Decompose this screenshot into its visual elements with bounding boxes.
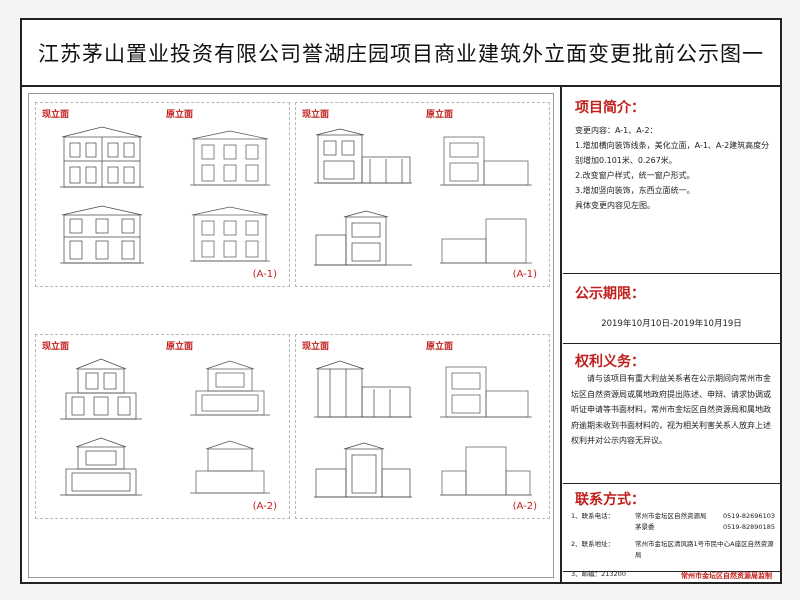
rights-text: 请与该项目有重大利益关系者在公示期间向常州市金坛区自然资源局或属地政府提出陈述、… [571,374,771,445]
sheet-tag-a2: (A-2) [252,501,277,512]
info-panel: 项目简介： 变更内容：A-1、A-2： 1.增加横向装饰线条，美化立面，A-1、… [563,87,780,584]
sheet-tag-a1: (A-1) [512,269,537,280]
phone-number: 0519-82696103 [723,512,775,520]
elevation-drawing [56,123,148,193]
label-current-elevation: 现立面 [302,110,330,120]
elevation-drawing [186,127,274,191]
issuer-footer: 常州市金坛区自然资源局监制 [681,572,772,580]
phone-org: 茅景委 [635,523,655,531]
phone-label: 1、联系电话： [571,512,615,520]
label-original-elevation: 原立面 [426,110,454,120]
contact-row: 2、联系地址： 常州市金坛区清风路1号市民中心A座区自然资源局 [571,539,777,561]
contact-row: 3、邮编：213200 [571,569,777,580]
postcode: 3、邮编：213200 [571,570,626,578]
intro-text: 变更内容：A-1、A-2： 1.增加横向装饰线条，美化立面，A-1、A-2建筑高… [575,123,775,213]
label-original-elevation: 原立面 [166,110,194,120]
intro-line: 3.增加竖向装饰，东西立面统一。 [575,186,695,195]
elevation-drawing [436,131,536,191]
elevation-drawing [310,357,416,423]
section-divider [563,483,780,484]
label-current-elevation: 现立面 [42,342,70,352]
label-original-elevation: 原立面 [426,342,454,352]
label-original-elevation: 原立面 [166,342,194,352]
elevation-drawing [186,357,274,421]
period-heading: 公示期限： [575,286,645,302]
address: 常州市金坛区清风路1号市民中心A座区自然资源局 [635,540,774,559]
page-title: 江苏茅山置业投资有限公司誉湖庄园项目商业建筑外立面变更批前公示图一 [22,20,780,87]
elevation-drawing [310,439,416,503]
intro-heading: 项目简介： [575,100,645,116]
elevation-drawing [186,203,274,267]
sheet-tag-a2: (A-2) [512,501,537,512]
contact-heading: 联系方式： [575,492,645,508]
contact-info: 1、联系电话： 常州市金坛区自然资源局 0519-82696103 茅景委 05… [571,511,777,580]
section-divider [563,571,780,572]
label-current-elevation: 现立面 [302,342,330,352]
section-divider [563,343,780,344]
body-area: 现立面 原立面 [22,87,780,584]
intro-line: 1.增加横向装饰线条，美化立面，A-1、A-2建筑高度分别增加0.101米、0.… [575,141,770,165]
rights-heading: 权利义务： [575,354,645,370]
elevation-drawing [310,207,416,271]
address-label: 2、联系地址： [571,540,615,548]
elevation-drawing [436,213,536,269]
drawing-sheet-a1-right: 现立面 原立面 [295,102,550,287]
elevation-drawing [310,125,416,189]
elevation-drawing [56,435,146,501]
contact-row: 茅景委 0519-82890185 [571,522,777,533]
elevation-drawing [186,437,274,499]
drawing-sheet-a2-right: 现立面 原立面 [295,334,550,519]
section-divider [563,273,780,274]
elevation-drawing [436,361,536,423]
label-current-elevation: 现立面 [42,110,70,120]
drawing-sheet-a1-left: 现立面 原立面 [35,102,290,287]
intro-line: 变更内容：A-1、A-2： [575,126,658,135]
divider [560,87,562,584]
intro-line: 2.改变窗户样式，统一窗户形式。 [575,171,695,180]
elevation-drawing [56,203,148,269]
drawing-sheet-a2-left: 现立面 原立面 [35,334,290,519]
phone-number: 0519-82890185 [723,523,775,531]
sheet-tag-a1: (A-1) [252,269,277,280]
elevation-drawing [436,441,536,501]
contact-row: 1、联系电话： 常州市金坛区自然资源局 0519-82696103 [571,511,777,522]
drawings-panel: 现立面 原立面 [28,93,554,578]
notice-board: 江苏茅山置业投资有限公司誉湖庄园项目商业建筑外立面变更批前公示图一 现立面 原立… [20,18,782,584]
period-dates: 2019年10月10日-2019年10月19日 [601,319,742,329]
phone-org: 常州市金坛区自然资源局 [635,512,707,520]
intro-line: 具体变更内容见左图。 [575,201,655,210]
elevation-drawing [56,355,146,425]
